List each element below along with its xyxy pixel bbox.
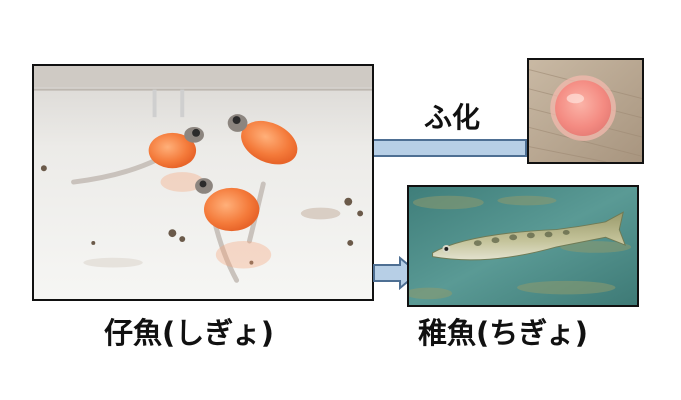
alevin-photo — [32, 64, 374, 301]
alevin-label: 仔魚(しぎょ) — [104, 316, 275, 350]
hatch-label: ふ化 — [424, 101, 481, 134]
egg-photo — [527, 58, 644, 164]
fry-label: 稚魚(ちぎょ) — [418, 316, 589, 350]
fry-photo — [407, 185, 639, 307]
